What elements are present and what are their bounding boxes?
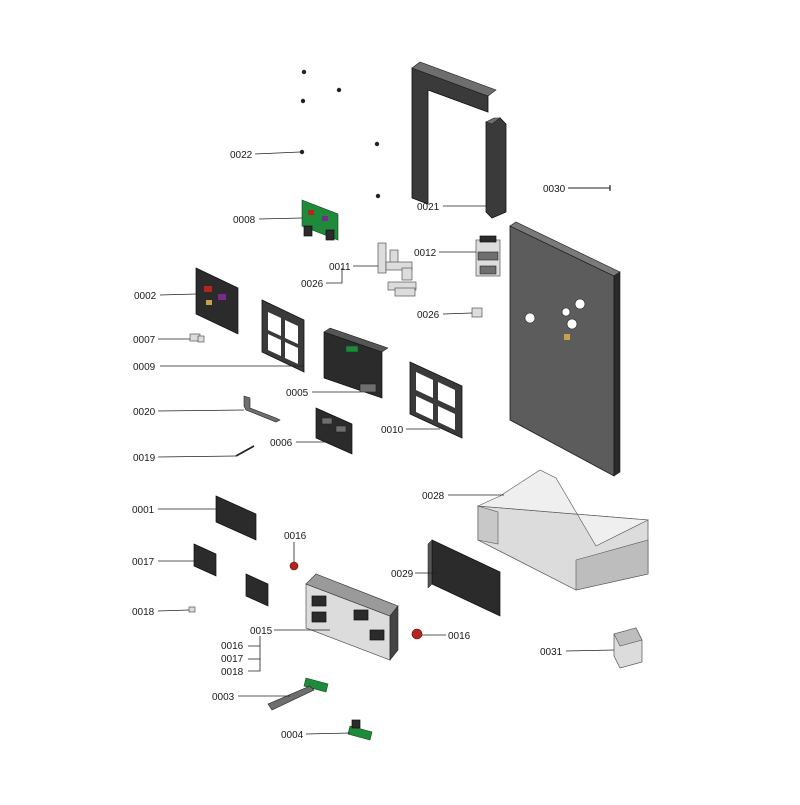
- part-0018-clip: [188, 606, 196, 613]
- part-0030-pin: [568, 185, 611, 191]
- label-0006: 0006: [270, 438, 293, 449]
- part-0003-board-cable: [267, 677, 329, 711]
- label-0016a: 0016: [284, 531, 307, 542]
- label-0016b: 0016: [448, 631, 471, 642]
- leader-0016-0017-0018-group: [248, 645, 261, 672]
- part-0016-red-part-top: [289, 561, 299, 571]
- part-0008-circuit-board: [301, 199, 339, 241]
- part-0001-front-panel: [215, 495, 257, 541]
- part-0007-connector: [189, 333, 205, 343]
- label-0008: 0008: [233, 215, 256, 226]
- part-0015-drive-unit: [305, 573, 399, 661]
- label-0016c: 0016: [221, 641, 244, 652]
- part-0010-mounting-frame: [409, 361, 463, 439]
- label-0018b: 0018: [221, 667, 244, 678]
- label-0018a: 0018: [132, 607, 155, 618]
- leader-0008: [258, 217, 303, 220]
- part-0031-box: [613, 627, 643, 669]
- label-0030: 0030: [543, 184, 566, 195]
- label-0028: 0028: [422, 491, 445, 502]
- leader-0002: [159, 293, 197, 296]
- label-0004: 0004: [281, 730, 304, 741]
- small-dark-panel: [245, 573, 269, 607]
- label-0010: 0010: [381, 425, 404, 436]
- label-0002: 0002: [134, 291, 157, 302]
- label-0015: 0015: [250, 626, 273, 637]
- label-0022: 0022: [230, 150, 253, 161]
- label-0007: 0007: [133, 335, 156, 346]
- label-0001: 0001: [132, 505, 155, 516]
- leader-0026a: [326, 268, 343, 284]
- leader-0018a: [157, 609, 190, 612]
- label-0012: 0012: [414, 248, 437, 259]
- label-0017b: 0017: [221, 654, 244, 665]
- part-0021-cable-duct: [411, 61, 507, 219]
- label-0021: 0021: [417, 202, 440, 213]
- part-0012-relay-assembly: [475, 235, 501, 277]
- label-0029: 0029: [391, 569, 414, 580]
- label-0031: 0031: [540, 647, 563, 658]
- part-0019-cable: [235, 445, 255, 457]
- part-0026-small-block: [471, 307, 483, 318]
- part-0011-terminal-blocks: [377, 242, 417, 297]
- part-0009-mounting-frame: [261, 299, 305, 373]
- label-0019: 0019: [133, 453, 156, 464]
- part-0016-red-part-right: [411, 628, 423, 640]
- leader-0022: [254, 151, 301, 155]
- label-0003: 0003: [212, 692, 235, 703]
- label-0009: 0009: [133, 362, 156, 373]
- label-0026b: 0026: [417, 310, 440, 321]
- leader-0004: [305, 732, 351, 735]
- part-0022-screws: [299, 69, 381, 199]
- part-0028-tray: [476, 469, 650, 591]
- back-panel: [509, 221, 621, 477]
- label-0026a: 0026: [301, 279, 324, 290]
- part-0004-board: [347, 719, 373, 741]
- leader-0019: [157, 455, 237, 458]
- part-0005-controller: [323, 327, 389, 399]
- part-0029-cover: [427, 539, 501, 617]
- leader-0026b: [442, 312, 473, 315]
- part-0020-ribbon-cable: [243, 395, 281, 423]
- leader-0020: [157, 409, 245, 412]
- part-0006-controller: [315, 407, 353, 455]
- label-0020: 0020: [133, 407, 156, 418]
- label-0017a: 0017: [132, 557, 155, 568]
- leader-0031: [565, 649, 615, 652]
- part-0017-small-panel: [193, 543, 217, 577]
- label-0005: 0005: [286, 388, 309, 399]
- label-0011: 0011: [329, 262, 351, 273]
- part-0002-module: [195, 267, 239, 335]
